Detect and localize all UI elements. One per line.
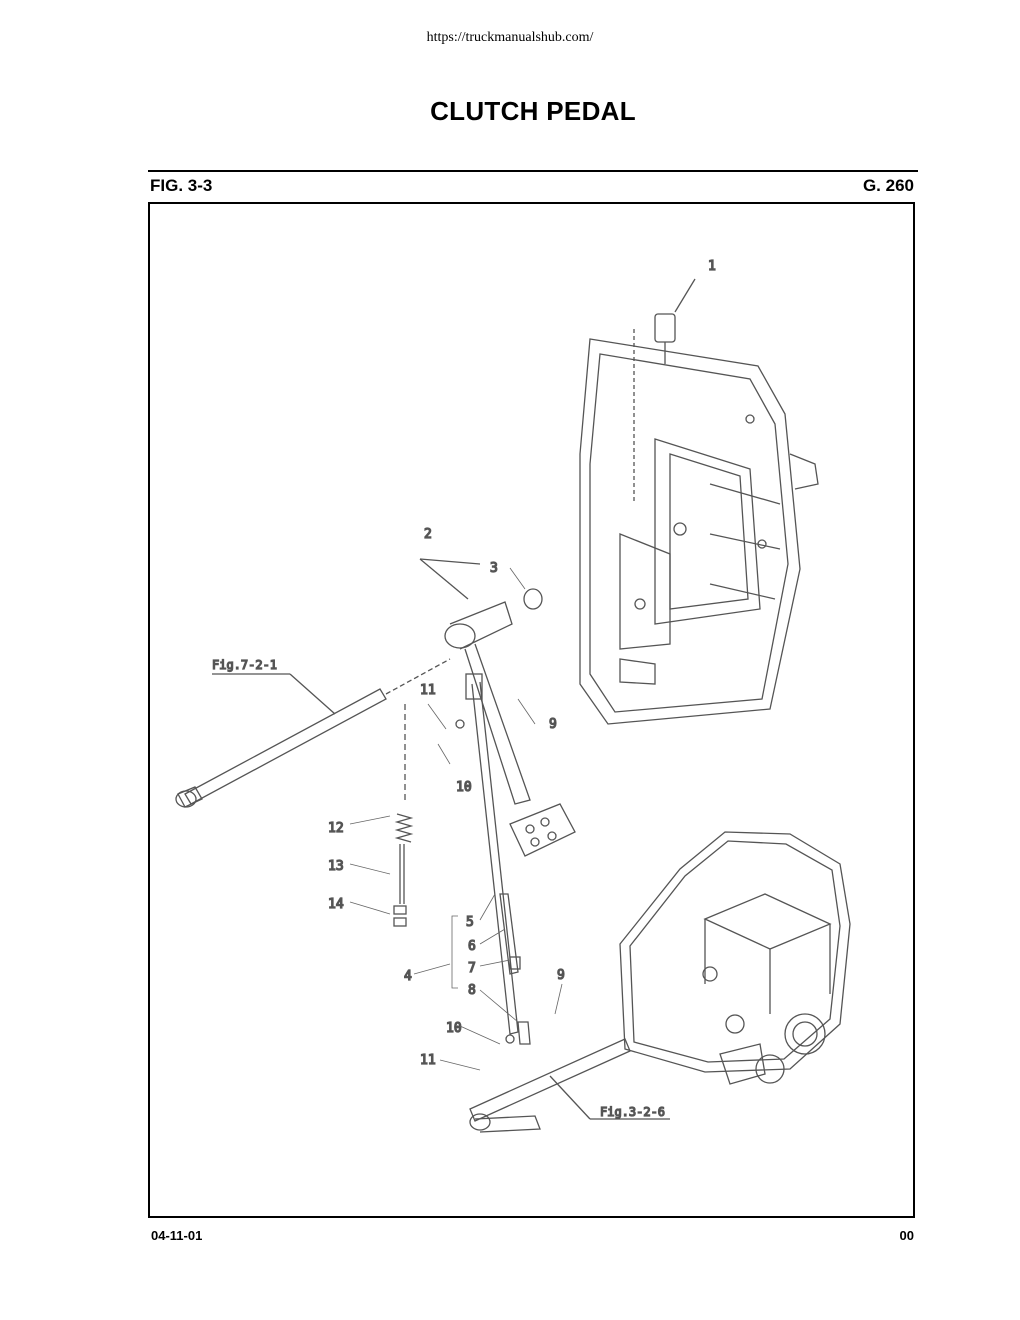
callout-6: 6	[468, 939, 476, 954]
clutch-pedal-arm	[419, 558, 576, 857]
callout-13: 13	[328, 859, 344, 874]
pedal-shaft	[175, 658, 451, 808]
callout-1: 1	[708, 259, 716, 274]
page-title: CLUTCH PEDAL	[430, 96, 636, 126]
reference-fig-3-2-6: Fig.3-2-6	[600, 1105, 665, 1119]
diagram-frame: 1 2 3 4 5 6 7 8 9 9 10 10 11 11 12 13 14	[148, 202, 915, 1218]
group-number: G. 260	[862, 176, 914, 195]
source-url: https://truckmanualshub.com/	[426, 30, 594, 45]
callout-9-lower: 9	[557, 968, 565, 983]
clutch-switch	[633, 278, 696, 504]
callout-8: 8	[468, 983, 476, 998]
callout-10-lower: 10	[446, 1021, 462, 1036]
pedal-bracket-housing	[579, 338, 819, 725]
callout-12: 12	[328, 821, 344, 836]
leader-lines	[349, 567, 563, 1071]
callout-14: 14	[328, 897, 344, 912]
reference-fig-7-2-1: Fig.7-2-1	[212, 658, 277, 672]
issue-date: 04-11-01	[151, 1228, 203, 1243]
callout-3: 3	[490, 561, 498, 576]
return-spring-assembly	[393, 704, 414, 927]
callout-9-upper: 9	[549, 717, 557, 732]
header-rule	[148, 170, 918, 172]
revision-number: 00	[899, 1228, 914, 1243]
callout-11-lower: 11	[420, 1053, 436, 1068]
callout-2: 2	[424, 527, 432, 542]
callout-11-upper: 11	[420, 683, 436, 698]
callout-10-upper: 10	[456, 780, 472, 795]
callout-4: 4	[404, 969, 412, 984]
callout-7: 7	[468, 961, 476, 976]
exploded-parts-diagram: 1 2 3 4 5 6 7 8 9 9 10 10 11 11 12 13 14	[175, 258, 851, 1133]
clutch-rod-assembly	[455, 673, 531, 1045]
callout-5: 5	[466, 915, 474, 930]
figure-number: FIG. 3-3	[150, 176, 213, 195]
transmission-case	[619, 831, 851, 1085]
